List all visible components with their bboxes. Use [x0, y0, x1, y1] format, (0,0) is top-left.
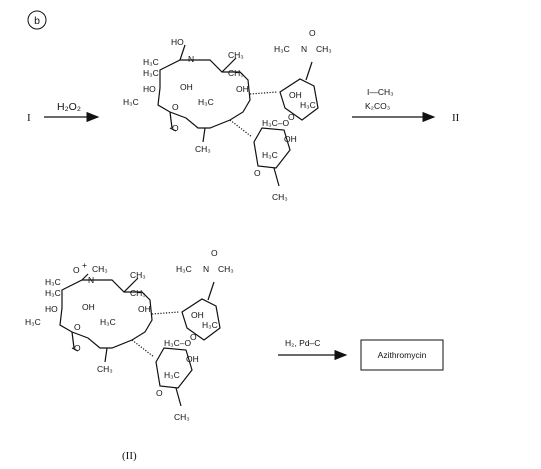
compound-I-label: I [27, 112, 31, 124]
svg-text:O: O [73, 265, 80, 275]
step1-reagent: H₂O₂ [57, 101, 81, 113]
svg-text:CH₃: CH₃ [228, 68, 244, 78]
svg-text:H₃C: H₃C [202, 320, 218, 330]
svg-text:OH: OH [236, 84, 249, 94]
svg-text:CH₃: CH₃ [195, 144, 211, 154]
product-box: Azithromycin [360, 339, 444, 371]
svg-text:H₃C: H₃C [100, 317, 116, 327]
svg-text:H₃C: H₃C [176, 264, 192, 274]
svg-text:O: O [74, 343, 81, 353]
svg-text:H₃C–O: H₃C–O [262, 118, 289, 128]
svg-text:H₃C: H₃C [143, 57, 159, 67]
svg-text:OH: OH [138, 304, 151, 314]
svg-text:CH₃: CH₃ [174, 412, 190, 422]
svg-text:H₃C: H₃C [300, 100, 316, 110]
svg-text:O: O [172, 102, 179, 112]
svg-text:CH₃: CH₃ [218, 264, 234, 274]
svg-text:O: O [211, 248, 218, 258]
svg-text:OH: OH [289, 90, 302, 100]
svg-text:H₃C–O: H₃C–O [164, 338, 191, 348]
svg-text:HO: HO [171, 37, 184, 47]
compound-II-caption: (II) [122, 450, 137, 462]
svg-text:b: b [34, 15, 40, 27]
molecule-2-structure: O + N CH₃ CH₃ H₃C H₃C OH HO CH₃ OH H₃C H… [25, 248, 234, 422]
step3-reagent: H₂, Pd–C [285, 338, 320, 348]
svg-text:CH₃: CH₃ [272, 192, 288, 202]
step2-reagent-2: K₂CO₃ [365, 101, 390, 111]
svg-text:O: O [254, 168, 261, 178]
product-label: Azithromycin [378, 350, 427, 360]
svg-text:O: O [172, 123, 179, 133]
molecule-1-structure: HO N CH₃ H₃C H₃C OH HO CH₃ OH H₃C H₃C CH… [123, 28, 332, 202]
svg-text:OH: OH [186, 354, 199, 364]
svg-text:N: N [188, 54, 194, 64]
svg-text:OH: OH [284, 134, 297, 144]
svg-text:CH₃: CH₃ [92, 264, 108, 274]
svg-text:CH₃: CH₃ [228, 50, 244, 60]
svg-text:CH₃: CH₃ [130, 288, 146, 298]
step2-reagent-1: I—CH₃ [367, 87, 394, 97]
svg-text:H₃C: H₃C [45, 277, 61, 287]
svg-text:H₃C: H₃C [123, 97, 139, 107]
svg-text:N: N [301, 44, 307, 54]
svg-text:H₃C: H₃C [262, 150, 278, 160]
svg-text:OH: OH [82, 302, 95, 312]
svg-text:CH₃: CH₃ [316, 44, 332, 54]
svg-text:O: O [309, 28, 316, 38]
panel-label: b [27, 10, 47, 30]
svg-text:OH: OH [191, 310, 204, 320]
svg-text:HO: HO [143, 84, 156, 94]
svg-text:+: + [82, 260, 87, 270]
svg-text:H₃C: H₃C [198, 97, 214, 107]
svg-text:N: N [88, 275, 94, 285]
svg-text:H₃C: H₃C [143, 68, 159, 78]
svg-text:O: O [156, 388, 163, 398]
svg-text:N: N [203, 264, 209, 274]
svg-text:O: O [74, 322, 81, 332]
svg-text:O: O [288, 112, 295, 122]
svg-text:O: O [190, 332, 197, 342]
svg-text:CH₃: CH₃ [97, 364, 113, 374]
svg-text:H₃C: H₃C [164, 370, 180, 380]
svg-text:HO: HO [45, 304, 58, 314]
svg-text:H₃C: H₃C [45, 288, 61, 298]
svg-text:H₃C: H₃C [274, 44, 290, 54]
svg-text:OH: OH [180, 82, 193, 92]
compound-II-label: II [452, 112, 460, 124]
svg-text:H₃C: H₃C [25, 317, 41, 327]
svg-text:CH₃: CH₃ [130, 270, 146, 280]
